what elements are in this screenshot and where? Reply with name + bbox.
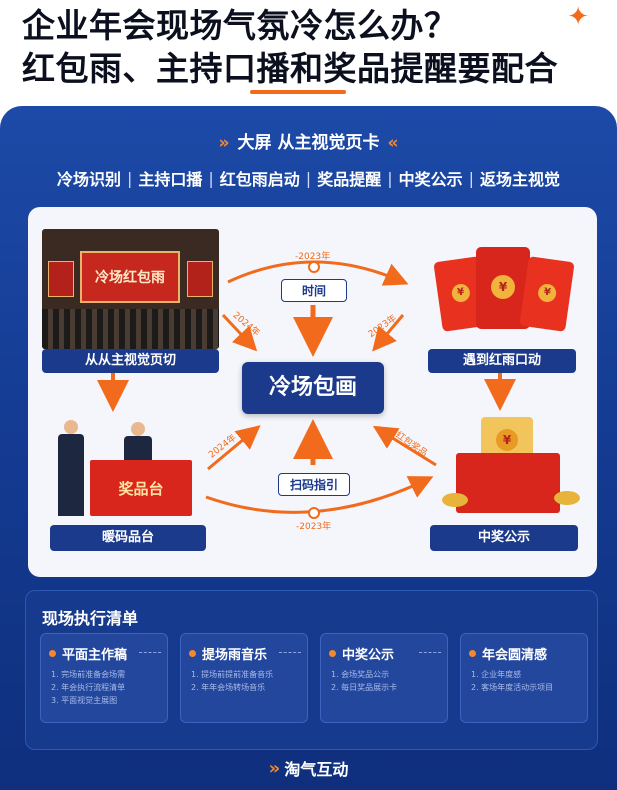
flow-step: 中奖公示 (398, 170, 463, 189)
node-top-right: 遇到红雨口动 (428, 349, 576, 373)
coin-icon: ¥ (450, 282, 472, 304)
prize-table: 奖品台 (90, 460, 192, 516)
card-item: 2. 年会执行流程清单 (51, 683, 126, 692)
title-underline (250, 90, 346, 94)
brand-logo-icon: » (268, 757, 281, 779)
card-title: 提场雨音乐 (189, 644, 267, 663)
card-item: 2. 年年会场转场音乐 (191, 683, 266, 692)
card-title: 年会圆清感 (469, 644, 547, 663)
coin-icon: ¥ (536, 282, 558, 304)
brand-footer: » 淘气互动 (0, 756, 617, 780)
presenter (58, 420, 84, 516)
flow-step: 冷场识别 (56, 170, 121, 189)
card-title: 中奖公示 (329, 644, 394, 663)
card-item: 1. 完场前准备会场需 (51, 670, 126, 679)
flow-step: 奖品提醒 (317, 170, 382, 189)
coin-icon: ¥ (496, 429, 518, 451)
node-top-left: 从从主视觉页切 (42, 349, 219, 373)
step-separator: | (208, 168, 214, 188)
node-bottom-left: 暖码品台 (50, 525, 206, 551)
step-separator: | (387, 168, 393, 188)
headline-line-1: 企业年会现场气氛冷怎么办？ (22, 6, 458, 45)
screen-tag: » 大屏 从主视觉页卡 « (0, 128, 617, 153)
chevron-right-icon: » (218, 133, 230, 153)
year-label-bottom: -2023年 (296, 522, 332, 532)
step-separator: | (305, 168, 312, 188)
step-separator: | (126, 168, 133, 188)
envelope: ¥ (519, 256, 575, 332)
bullet-dot-icon (189, 650, 196, 657)
stage-screen: 冷场红包雨 (80, 251, 180, 303)
bullet-dot-icon (49, 650, 56, 657)
sparkle-icon: ✦ (567, 2, 589, 32)
checklist-card: 中奖公示 1. 会场奖品公示 2. 每日奖品展示卡 (320, 633, 448, 723)
center-node: 冷场包画 (242, 362, 384, 414)
red-box (456, 453, 560, 513)
card-item: 1. 会场奖品公示 (331, 670, 390, 679)
card-items: 1. 提场前提前准备音乐 2. 年年会场转场音乐 (191, 668, 273, 694)
checklist-card: 平面主作稿 1. 完场前准备会场需 2. 年会执行流程清单 3. 平面视觉主展图 (40, 633, 168, 723)
card-item: 3. 平面视觉主展图 (51, 696, 118, 705)
headline: 企业年会现场气氛冷怎么办？ 红包雨、主持口播和奖品提醒要配合 (22, 4, 597, 90)
card-title: 平面主作稿 (49, 644, 127, 663)
brand-name: 淘气互动 (284, 760, 349, 779)
coin-stack-icon (442, 493, 468, 507)
year-label-top: -2023年 (295, 252, 331, 262)
flow-steps: 冷场识别 | 主持口播 | 红包雨启动 | 奖品提醒 | 中奖公示 | 返场主视觉 (0, 166, 617, 190)
prize-table-sign: 奖品台 (118, 479, 164, 498)
flow-step: 主持口播 (138, 170, 203, 189)
headline-line-2: 红包雨、主持口播和奖品提醒要配合 (22, 49, 558, 88)
checklist-card: 提场雨音乐 1. 提场前提前准备音乐 2. 年年会场转场音乐 (180, 633, 308, 723)
chevron-left-icon: « (387, 133, 399, 153)
pill-top: 时间 (281, 279, 347, 302)
flow-step: 红包雨启动 (219, 170, 300, 189)
card-item: 2. 客场年度活动示项目 (471, 683, 554, 692)
flow-diagram: 冷场红包雨 从从主视觉页切 时间 -2023年 ¥ ¥ ¥ 遇到红雨口动 202… (28, 207, 597, 577)
dashed-connector (279, 652, 301, 653)
flow-step: 返场主视觉 (480, 170, 561, 189)
screen-tag-text: 大屏 从主视觉页卡 (237, 133, 380, 153)
node-bottom-right: 中奖公示 (430, 525, 578, 551)
card-items: 1. 完场前准备会场需 2. 年会执行流程清单 3. 平面视觉主展图 (51, 668, 125, 707)
dashed-connector (139, 652, 161, 653)
flow-arrows (97, 260, 516, 519)
prize-table-scene: 奖品台 (52, 412, 212, 524)
side-screen-right (187, 261, 213, 297)
checklist-card: 年会圆清感 1. 企业年度感 2. 客场年度活动示项目 (460, 633, 588, 723)
stage-photo: 冷场红包雨 (42, 229, 219, 349)
execution-checklist: 现场执行清单 平面主作稿 1. 完场前准备会场需 2. 年会执行流程清单 3. … (25, 590, 598, 750)
coin-icon: ¥ (491, 275, 515, 299)
checklist-title: 现场执行清单 (42, 609, 139, 628)
step-separator: | (468, 168, 474, 188)
card-items: 1. 会场奖品公示 2. 每日奖品展示卡 (331, 668, 397, 694)
audience (42, 309, 219, 349)
bullet-dot-icon (469, 650, 476, 657)
red-envelopes: ¥ ¥ ¥ (428, 229, 578, 347)
bullet-dot-icon (329, 650, 336, 657)
pill-bottom: 扫码指引 (278, 473, 350, 496)
main-panel: » 大屏 从主视觉页卡 « 冷场识别 | 主持口播 | 红包雨启动 | 奖品提醒 | 中奖公… (0, 106, 617, 790)
card-item: 1. 企业年度感 (471, 670, 522, 679)
card-item: 2. 每日奖品展示卡 (331, 683, 398, 692)
card-item: 1. 提场前提前准备音乐 (191, 670, 274, 679)
side-screen-left (48, 261, 74, 297)
coin-stack-icon (554, 491, 580, 505)
card-items: 1. 企业年度感 2. 客场年度活动示项目 (471, 668, 553, 694)
dashed-connector (419, 652, 441, 653)
stage-screen-text: 冷场红包雨 (95, 270, 165, 286)
prize-box: ¥ (436, 411, 586, 523)
